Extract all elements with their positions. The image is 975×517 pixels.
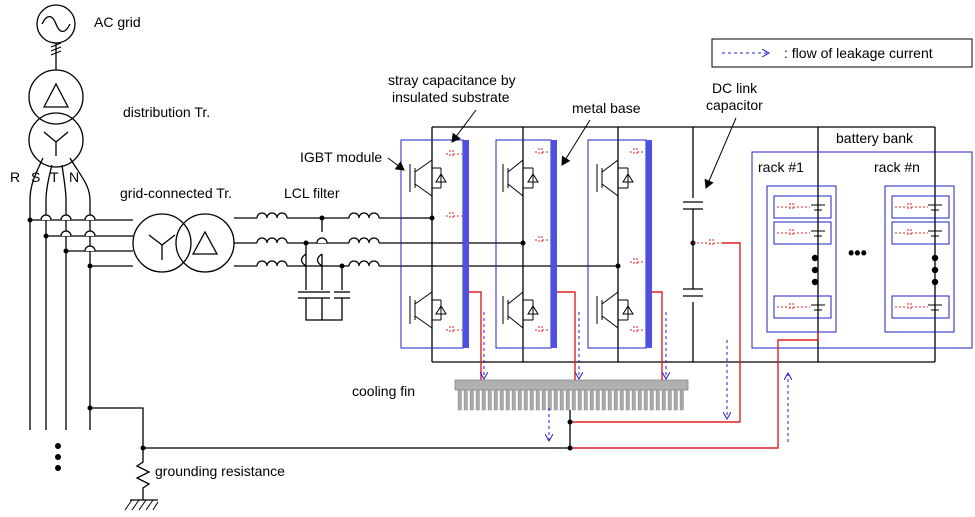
- dc-link-label-2: capacitor: [706, 97, 763, 113]
- rack-1-label: rack #1: [758, 159, 804, 175]
- cooling-fin-blade: [673, 389, 678, 411]
- distribution-tr-label: distribution Tr.: [123, 104, 210, 120]
- cooling-fin-blade: [661, 389, 666, 411]
- cooling-fin-blade: [595, 389, 600, 411]
- cooling-fin-blade: [547, 389, 552, 411]
- grounding: [90, 407, 570, 511]
- distribution-transformer: [28, 69, 84, 168]
- metal-base-label: metal base: [572, 100, 641, 116]
- rack-1: [766, 185, 837, 333]
- cooling-fin: [454, 379, 689, 411]
- cooling-fin-blade: [631, 389, 636, 411]
- cooling-fin-blade: [559, 389, 564, 411]
- cooling-fin-blade: [481, 389, 486, 411]
- cooling-fin-blade: [667, 389, 672, 411]
- cooling-fin-blade: [529, 389, 534, 411]
- legend: : flow of leakage current: [711, 38, 973, 68]
- cooling-fin-blade: [679, 389, 684, 411]
- cooling-fin-blade: [637, 389, 642, 411]
- leakage-arrows: [484, 312, 788, 442]
- cooling-fin-blade: [469, 389, 474, 411]
- dc-link-capacitor: [683, 198, 722, 302]
- legend-text: : flow of leakage current: [784, 45, 933, 61]
- phase-s-label: S: [31, 169, 40, 185]
- ac-grid-label: AC grid: [94, 14, 141, 30]
- cooling-fin-blade: [655, 389, 660, 411]
- cooling-fin-blade: [607, 389, 612, 411]
- dc-link-label-1: DC link: [712, 80, 758, 96]
- phase-n-label: N: [69, 169, 79, 185]
- cooling-fin-blade: [571, 389, 576, 411]
- cooling-fin-blade: [541, 389, 546, 411]
- igbt-leg-1: [400, 139, 469, 349]
- cooling-fin-blade: [577, 389, 582, 411]
- cooling-fin-blade: [589, 389, 594, 411]
- cooling-fin-blade: [505, 389, 510, 411]
- cooling-fin-blade: [619, 389, 624, 411]
- lcl-filter: [234, 212, 618, 321]
- stray-capacitance-label-1: stray capacitance by: [388, 72, 516, 88]
- grid-taps: [27, 214, 133, 411]
- cooling-fin-blade: [535, 389, 540, 411]
- phase-t-label: T: [50, 169, 59, 185]
- cooling-fin-blade: [499, 389, 504, 411]
- cooling-fin-blade: [511, 389, 516, 411]
- grid-connected-transformer: [132, 213, 235, 273]
- cooling-fin-blade: [583, 389, 588, 411]
- rack-ellipsis: •••: [848, 243, 867, 263]
- phase-r-label: R: [10, 169, 20, 185]
- battery-bank: [751, 151, 973, 349]
- grid-phase-lines: [29, 157, 91, 430]
- grid-connected-tr-label: grid-connected Tr.: [120, 185, 232, 201]
- cooling-fin-blade: [517, 389, 522, 411]
- cooling-fin-label: cooling fin: [352, 383, 415, 399]
- cooling-fin-blade: [643, 389, 648, 411]
- lcl-filter-label: LCL filter: [284, 185, 340, 201]
- cooling-fin-blade: [565, 389, 570, 411]
- rack-n: [884, 185, 955, 333]
- battery-bank-label: battery bank: [836, 130, 914, 146]
- ac-grid-source: [36, 4, 76, 70]
- cooling-fin-blade: [463, 389, 468, 411]
- leakage-paths: [469, 242, 819, 451]
- cooling-fin-blade: [649, 389, 654, 411]
- cooling-fin-blade: [553, 389, 558, 411]
- grid-continuation-dots: [55, 443, 61, 471]
- cooling-fin-blade: [523, 389, 528, 411]
- igbt-leg-2: [495, 139, 557, 349]
- cooling-fin-blade: [601, 389, 606, 411]
- igbt-module-label: IGBT module: [300, 149, 382, 165]
- cooling-fin-blade: [487, 389, 492, 411]
- grounding-resistance-label: grounding resistance: [155, 463, 285, 479]
- stray-capacitance-label-2: insulated substrate: [392, 89, 510, 105]
- cooling-fin-blade: [625, 389, 630, 411]
- cooling-fin-blade: [493, 389, 498, 411]
- cooling-fin-blade: [613, 389, 618, 411]
- rack-n-label: rack #n: [874, 159, 920, 175]
- igbt-leg-3: [587, 139, 652, 349]
- cooling-fin-blade: [475, 389, 480, 411]
- cooling-fin-blade: [457, 389, 462, 411]
